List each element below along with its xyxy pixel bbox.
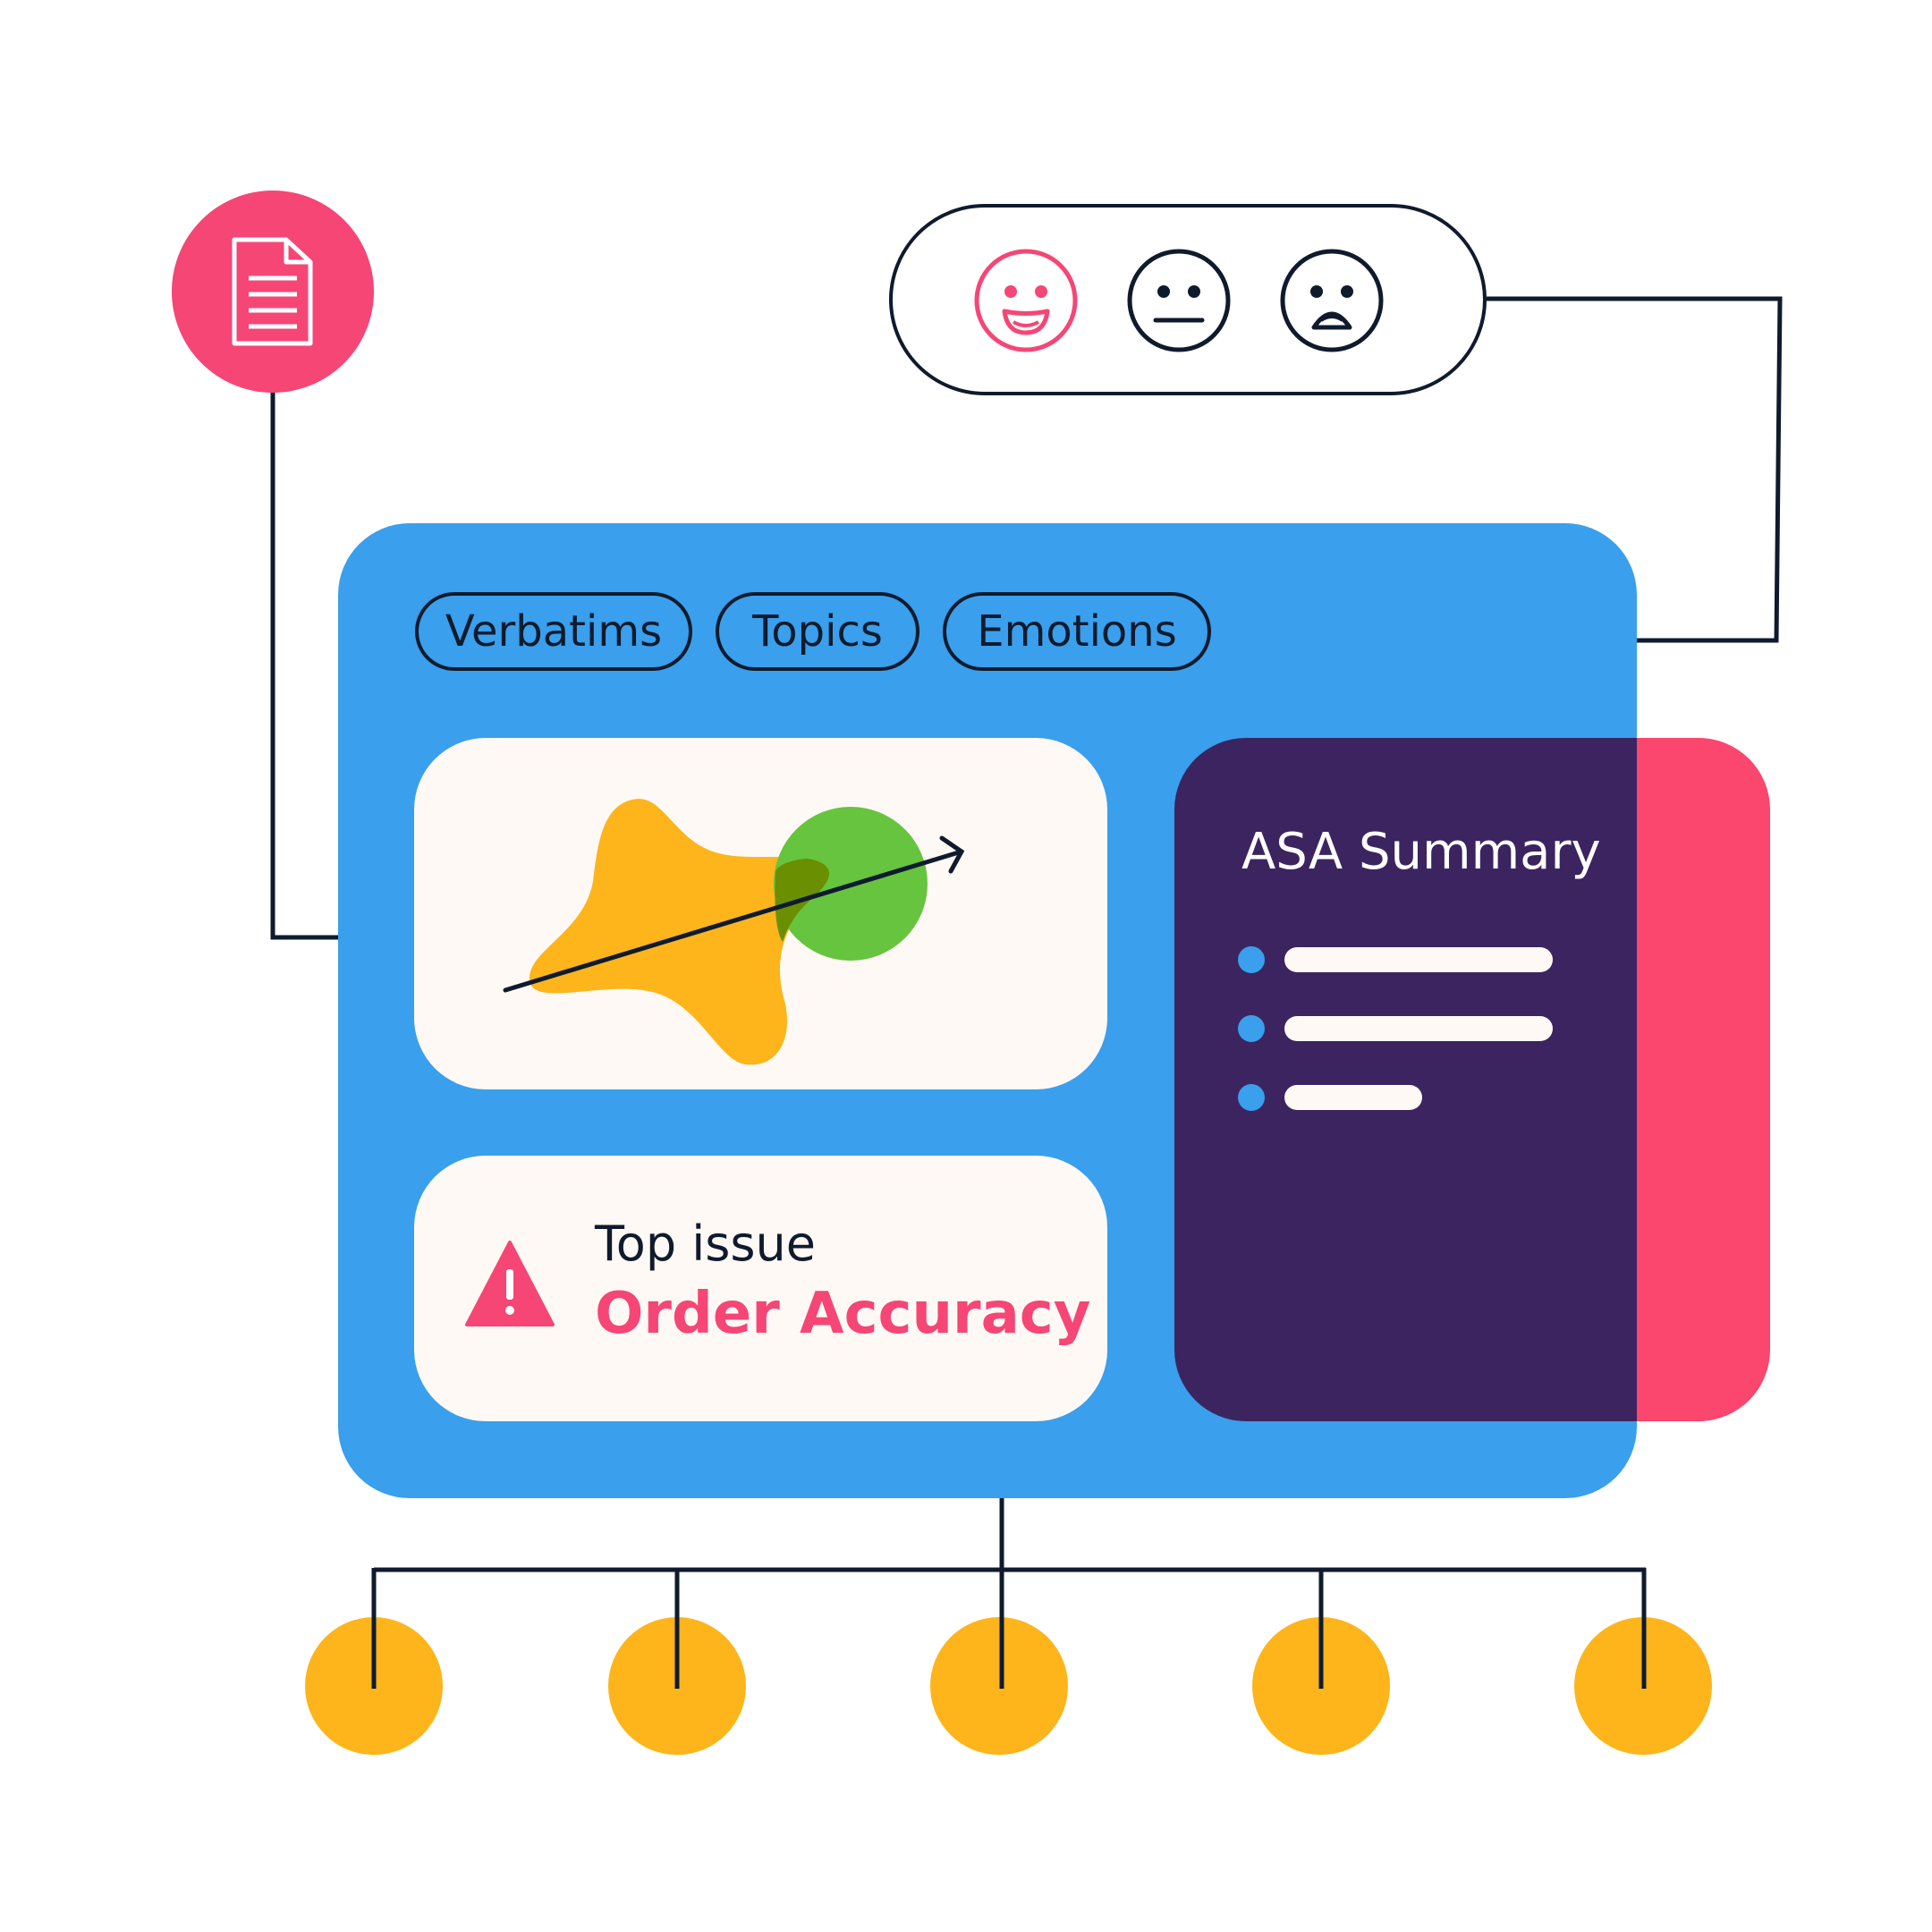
trend-visual [503, 799, 965, 1065]
output-node[interactable] [930, 1617, 1068, 1755]
document-connector [270, 392, 338, 940]
tab-topics[interactable]: Topics [716, 592, 919, 671]
happy-face-icon[interactable] [974, 249, 1078, 352]
summary-bullet-line [1284, 1085, 1422, 1110]
summary-bullet-dot [1238, 1015, 1265, 1042]
neutral-face-icon[interactable] [1127, 249, 1231, 352]
tab-verbatims[interactable]: Verbatims [415, 592, 692, 671]
warning-triangle-icon [465, 1241, 555, 1326]
top-issue-value: Order Accuracy [595, 1281, 1091, 1347]
top-issue-label: Top issue [595, 1216, 817, 1272]
document-icon [232, 237, 313, 346]
tab-emotions[interactable]: Emotions [943, 592, 1211, 671]
trend-arrow-icon [503, 835, 965, 993]
sentiment-connector [1487, 296, 1783, 643]
summary-bullet-line [1284, 1016, 1553, 1041]
summary-bullet-line [1284, 947, 1553, 972]
summary-title: ASA Summary [1241, 823, 1601, 881]
trend-chart-card[interactable] [414, 738, 1107, 1089]
summary-bullet-dot [1238, 1084, 1265, 1111]
asa-summary-panel [1174, 738, 1637, 1421]
document-badge [172, 191, 374, 393]
summary-bullet-dot [1238, 946, 1265, 973]
sad-face-icon[interactable] [1280, 249, 1384, 352]
orange-blob [530, 799, 829, 1065]
